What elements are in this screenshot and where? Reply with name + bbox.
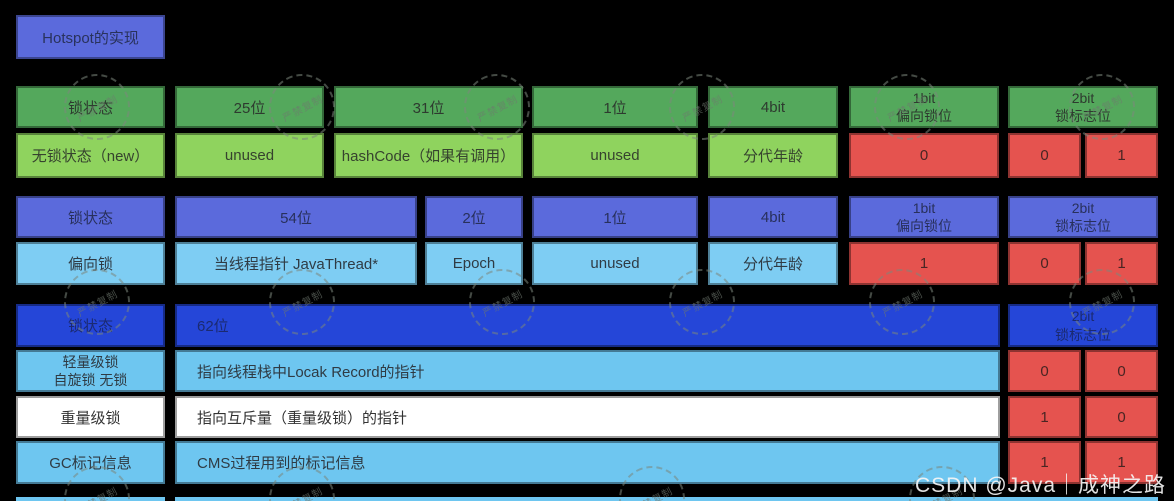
bias-header-line1: 1bit — [912, 199, 936, 216]
biased-value-row: 偏向锁 当线程指针 JavaThread* Epoch unused 分代年龄 … — [16, 242, 1158, 285]
header-cell-62bit: 62位 — [175, 304, 1000, 347]
gc-mark-row: GC标记信息 CMS过程用到的标记信息 1 1 — [16, 441, 1158, 484]
flag-bits-pair: 0 0 — [1008, 350, 1158, 392]
header-cell-25bit: 25位 — [175, 86, 324, 128]
flag-header-line2: 锁标志位 — [1055, 218, 1111, 234]
desc-cell: 指向互斥量（重量级锁）的指针 — [175, 396, 1000, 438]
value-cell-age: 分代年龄 — [708, 133, 838, 178]
state-cell: 偏向锁 — [16, 242, 165, 285]
flag-header-line2: 锁标志位 — [1055, 108, 1111, 124]
flag-bit-cell-2: 0 — [1085, 396, 1158, 438]
value-cell-age: 分代年龄 — [708, 242, 838, 285]
heavyweight-row: 重量级锁 指向互斥量（重量级锁）的指针 1 0 — [16, 396, 1158, 438]
flag-header-line2: 锁标志位 — [1055, 326, 1111, 343]
state-line2: 自旋锁 无锁 — [53, 372, 128, 388]
cropped-row-sliver — [175, 497, 1158, 501]
flag-bit-cell-2: 0 — [1085, 350, 1158, 392]
flag-bit-cell-1: 1 — [1008, 396, 1081, 438]
flag-bit-cell-1: 1 — [1008, 441, 1081, 484]
value-cell-unused: unused — [175, 133, 324, 178]
desc-cell: 指向线程栈中Locak Record的指针 — [175, 350, 1000, 392]
value-cell-epoch: Epoch — [425, 242, 523, 285]
no-lock-value-row: 无锁状态（new） unused hashCode（如果有调用） unused … — [16, 133, 1158, 178]
bias-header-line2: 偏向锁位 — [896, 218, 952, 234]
state-line1: 轻量级锁 — [62, 353, 119, 370]
header-cell-bias-bit: 1bit 偏向锁位 — [849, 196, 999, 238]
bias-header-line1: 1bit — [912, 89, 936, 106]
header-cell-4bit: 4bit — [708, 86, 838, 128]
flag-bit-cell-2: 1 — [1085, 242, 1158, 285]
header-cell-2bit: 2位 — [425, 196, 523, 238]
flag-bit-cell-1: 0 — [1008, 350, 1081, 392]
flag-header-line1: 2bit — [1071, 199, 1095, 216]
flag-bits-pair: 1 1 — [1008, 441, 1158, 484]
header-cell-lock-state: 锁状态 — [16, 304, 165, 347]
flag-bit-cell-1: 0 — [1008, 242, 1081, 285]
flag-bit-cell-1: 0 — [1008, 133, 1081, 178]
biased-header-row: 锁状态 54位 2位 1位 4bit 1bit 偏向锁位 2bit 锁标志位 — [16, 196, 1158, 238]
header-cell-4bit: 4bit — [708, 196, 838, 238]
value-cell-hashcode: hashCode（如果有调用） — [334, 133, 523, 178]
header-cell-1bit: 1位 — [532, 86, 698, 128]
header-cell-31bit: 31位 — [334, 86, 523, 128]
flag-bits-pair: 0 1 — [1008, 242, 1158, 285]
lightweight-row: 轻量级锁 自旋锁 无锁 指向线程栈中Locak Record的指针 0 0 — [16, 350, 1158, 392]
header-cell-bias-bit: 1bit 偏向锁位 — [849, 86, 999, 128]
flag-bits-pair: 0 1 — [1008, 133, 1158, 178]
state-cell: 重量级锁 — [16, 396, 165, 438]
page-title: Hotspot的实现 — [42, 29, 139, 47]
header-cell-54bit: 54位 — [175, 196, 417, 238]
header-cell-1bit: 1位 — [532, 196, 698, 238]
header-cell-lock-state: 锁状态 — [16, 196, 165, 238]
value-cell-unused2: unused — [532, 133, 698, 178]
flag-bit-cell-2: 1 — [1085, 441, 1158, 484]
flag-header-line1: 2bit — [1071, 89, 1095, 106]
state-cell: 无锁状态（new） — [16, 133, 165, 178]
value-cell-thread-pointer: 当线程指针 JavaThread* — [175, 242, 417, 285]
desc-cell: CMS过程用到的标记信息 — [175, 441, 1000, 484]
value-cell-unused: unused — [532, 242, 698, 285]
cropped-row-sliver — [16, 497, 165, 501]
csdn-watermark: CSDN @Java｜成神之路 — [914, 474, 1166, 497]
state-cell: 轻量级锁 自旋锁 无锁 — [16, 350, 165, 392]
no-lock-header-row: 锁状态 25位 31位 1位 4bit 1bit 偏向锁位 2bit 锁标志位 — [16, 86, 1158, 128]
bias-bit-cell: 0 — [849, 133, 999, 178]
flag-bit-cell-2: 1 — [1085, 133, 1158, 178]
other-header-row: 锁状态 62位 2bit 锁标志位 — [16, 304, 1158, 347]
header-cell-lock-flag: 2bit 锁标志位 — [1008, 86, 1158, 128]
header-cell-lock-flag: 2bit 锁标志位 — [1008, 196, 1158, 238]
header-cell-lock-state: 锁状态 — [16, 86, 165, 128]
bias-bit-cell: 1 — [849, 242, 999, 285]
title-box: Hotspot的实现 — [16, 15, 165, 59]
flag-bits-pair: 1 0 — [1008, 396, 1158, 438]
state-cell: GC标记信息 — [16, 441, 165, 484]
flag-header-line1: 2bit — [1071, 308, 1095, 325]
header-cell-lock-flag: 2bit 锁标志位 — [1008, 304, 1158, 347]
bias-header-line2: 偏向锁位 — [896, 108, 952, 124]
